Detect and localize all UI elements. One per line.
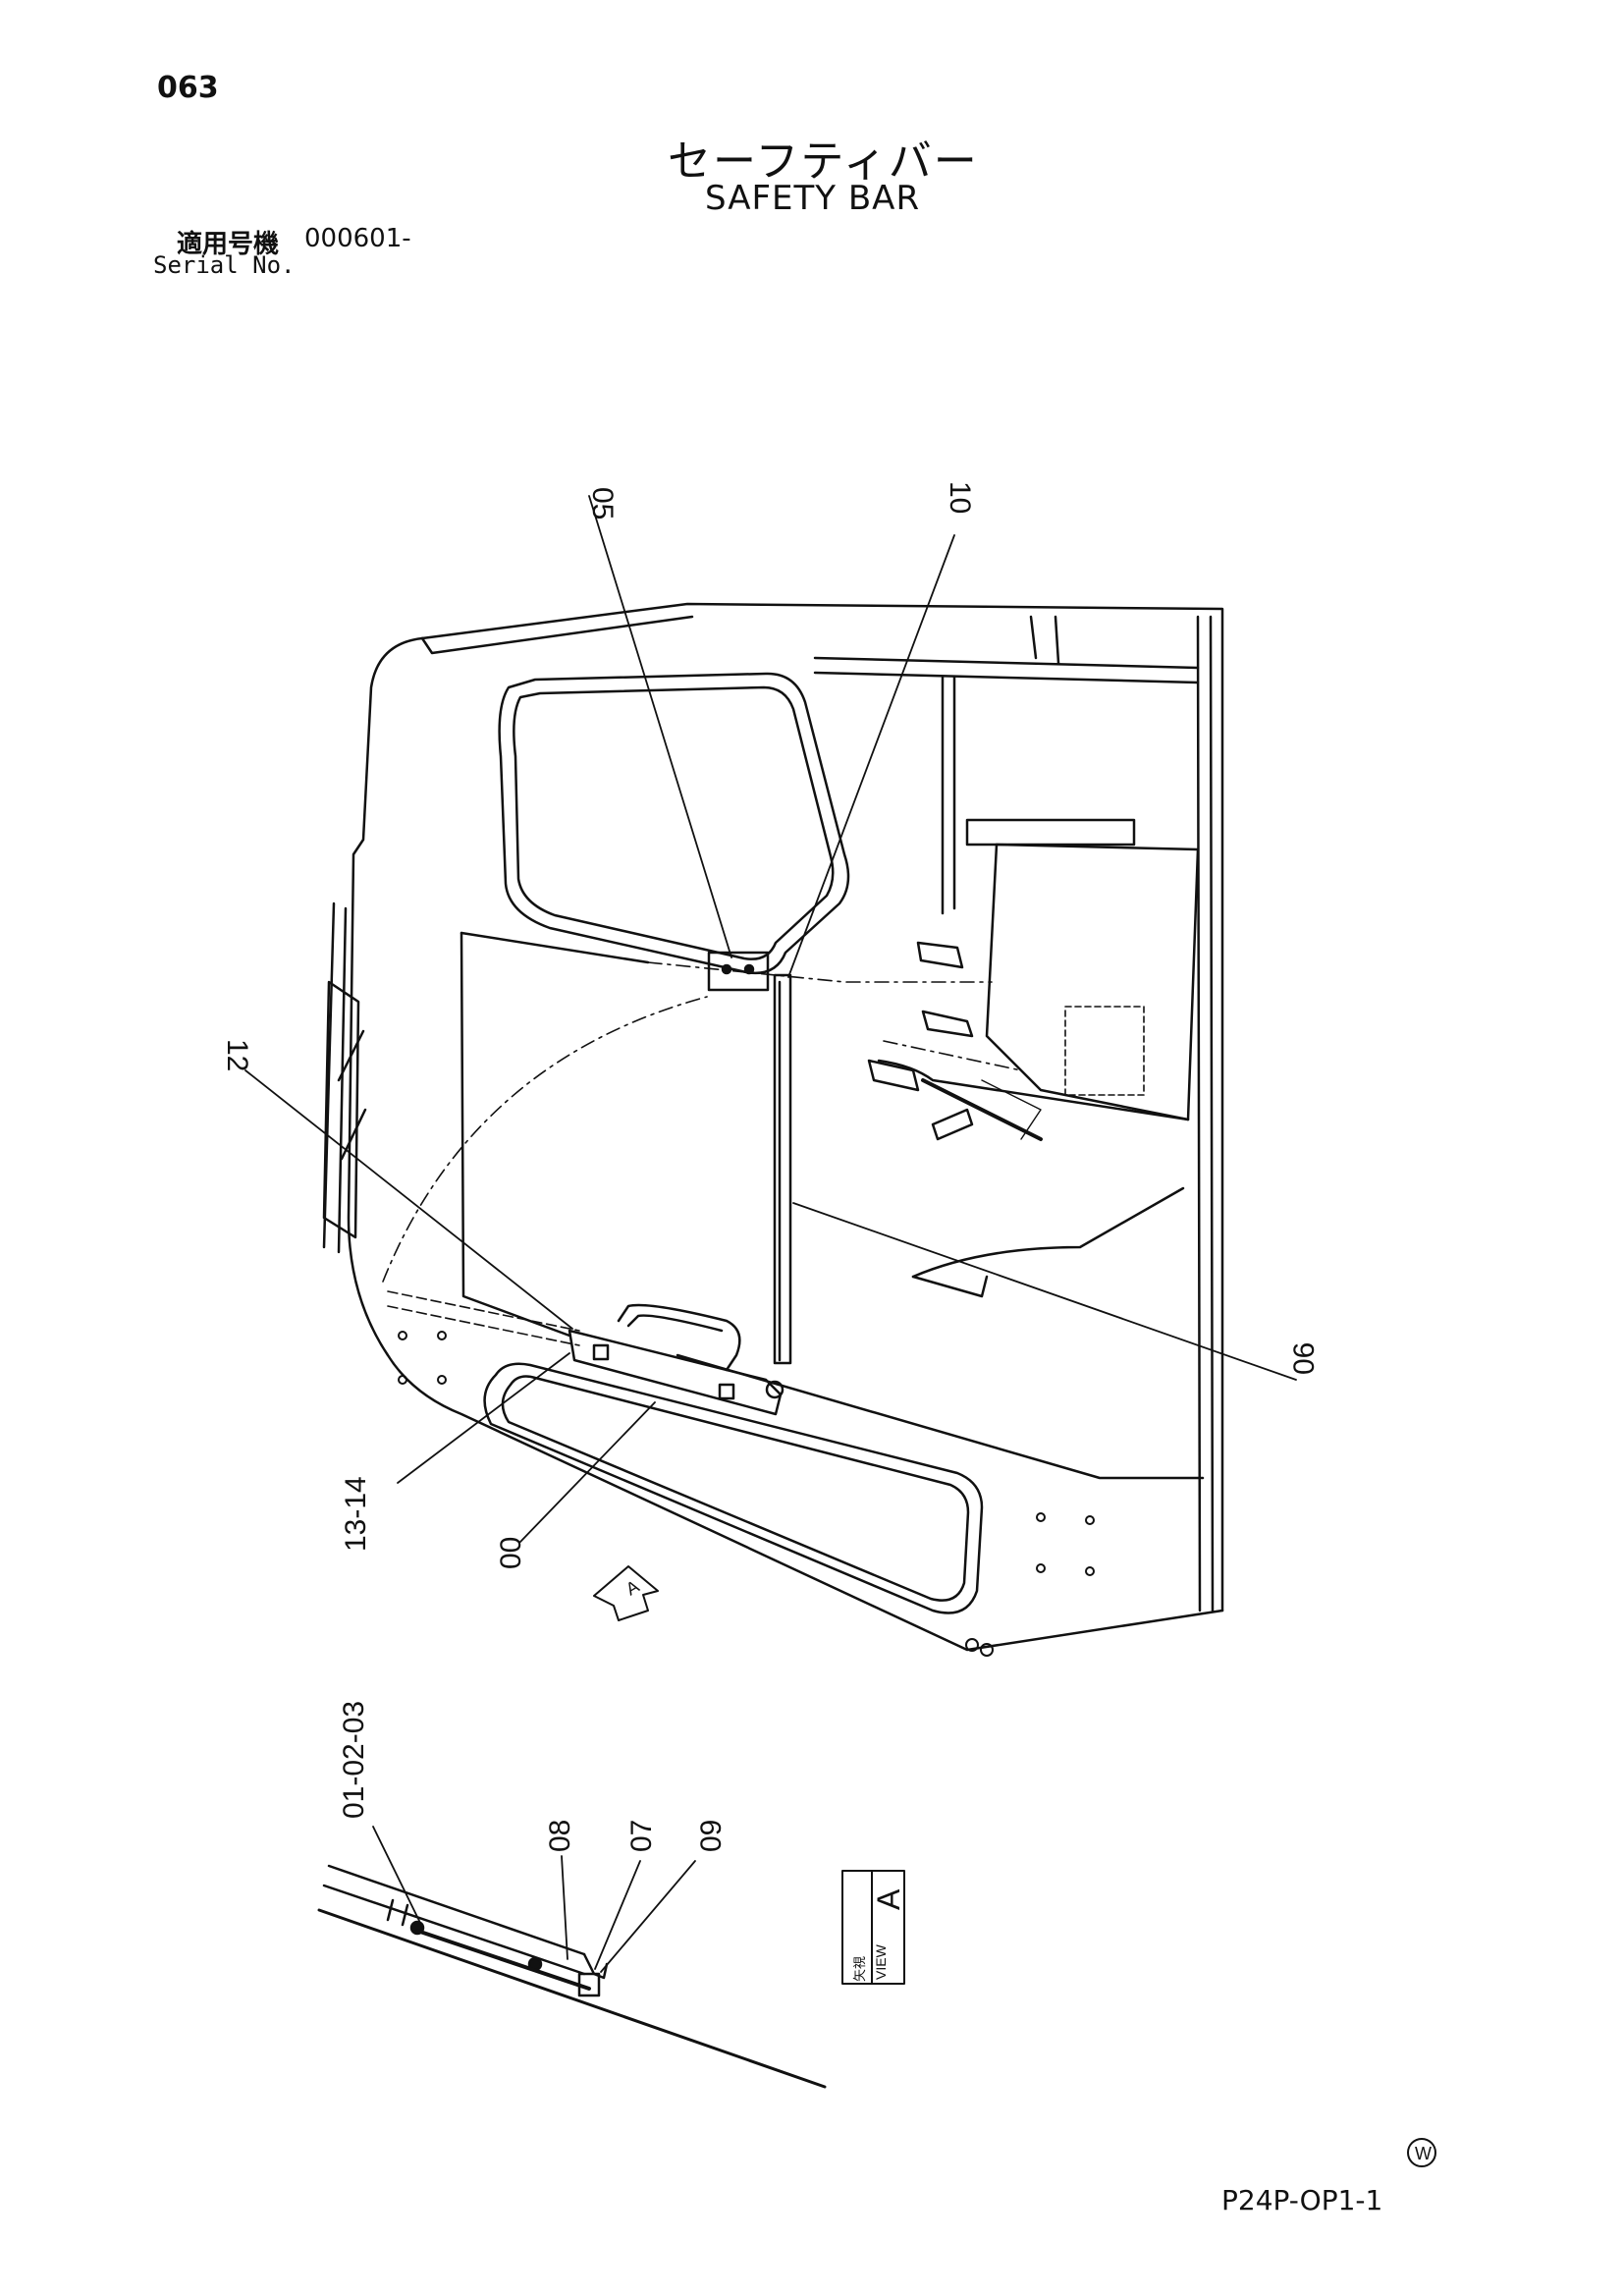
title-english: SAFETY BAR [705, 179, 921, 218]
callout-10: 10 [944, 481, 976, 514]
drawing-code: P24P-OP1-1 [1221, 2184, 1383, 2216]
side-handles [322, 902, 367, 1254]
callout-12: 12 [221, 1039, 253, 1071]
callout-labels: 05 10 12 06 13-14 00 01-02-03 08 07 09 A… [221, 481, 1432, 2163]
safety-bar-assembly [387, 951, 792, 1416]
cab-window [498, 672, 850, 975]
view-a-box-jp: 矢視 [852, 1956, 867, 1982]
callout-00: 00 [495, 1537, 527, 1569]
serial-number-value: 000601- [304, 224, 411, 253]
lower-handle-frame [483, 1362, 984, 1614]
callout-08: 08 [544, 1820, 576, 1852]
w-symbol-letter: W [1415, 2144, 1432, 2163]
seat-and-controls [867, 818, 1200, 1298]
view-a-box-en: VIEW [873, 1943, 889, 1980]
cab-outline [347, 602, 1224, 1652]
panel-rivets [398, 1331, 1095, 1657]
callout-01-02-03: 01-02-03 [338, 1701, 370, 1819]
view-a-arrow [593, 1565, 659, 1621]
view-a-box [841, 1870, 905, 1985]
view-a-box-letter: A [871, 1888, 906, 1910]
serial-label-japanese: 適用号機 [177, 230, 280, 259]
leader-lines [244, 495, 1297, 1543]
view-a-arrow-letter: A [622, 1576, 642, 1599]
callout-07: 07 [625, 1820, 658, 1852]
title-japanese: セーフティバー [668, 137, 979, 187]
serial-label-english: Serial No. [153, 251, 296, 279]
page-number: 063 [157, 71, 219, 105]
callout-06: 06 [1288, 1342, 1321, 1375]
callout-05: 05 [586, 487, 619, 519]
view-a-detail [317, 1826, 827, 2089]
callout-09: 09 [695, 1820, 728, 1852]
w-symbol-circle [1407, 2138, 1436, 2167]
callout-13-14: 13-14 [340, 1476, 372, 1552]
